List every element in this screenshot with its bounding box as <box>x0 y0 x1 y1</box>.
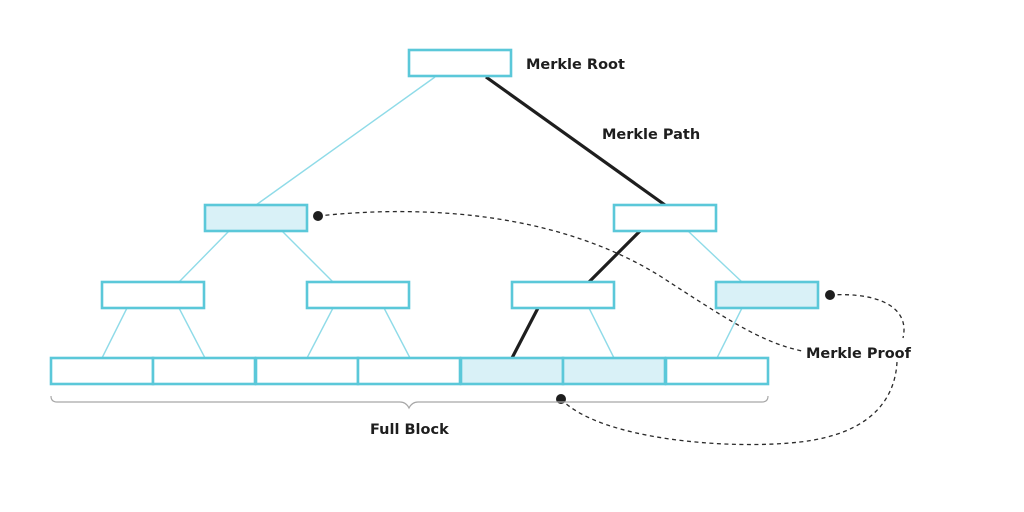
path-segment-level1 <box>587 229 642 284</box>
root-node <box>407 48 513 78</box>
full-block-label: Full Block <box>370 422 449 438</box>
connector-l1left-to-l2a <box>178 230 230 283</box>
connector-l1left-to-l2b <box>281 230 334 283</box>
proof-dot-level1 <box>313 211 323 221</box>
proof-dash-right <box>829 293 905 339</box>
full-block-brace <box>50 395 769 410</box>
level2-node-3 <box>510 280 616 310</box>
path-segment-level2 <box>510 307 540 359</box>
proof-dash-bottom <box>560 361 898 446</box>
tree-connectors <box>101 76 743 359</box>
proof-dash-left <box>317 210 803 352</box>
leaf-node-2 <box>151 356 257 386</box>
merkle-root-label: Merkle Root <box>526 57 625 73</box>
proof-dot-level2 <box>825 290 835 300</box>
connector-root-to-left <box>255 76 436 206</box>
connector-l2b-to-leaf4 <box>383 307 411 359</box>
leaf-node-1 <box>49 356 155 386</box>
leaf-node-6 <box>561 356 667 386</box>
connector-l2d-to-leaf7 <box>716 307 743 359</box>
tree-nodes <box>49 48 820 386</box>
proof-connectors <box>317 210 905 446</box>
connector-l2a-to-leaf1 <box>101 307 128 359</box>
leaf-node-7 <box>664 356 770 386</box>
leaf-node-4 <box>356 356 462 386</box>
merkle-path <box>485 75 666 359</box>
level2-node-2 <box>305 280 411 310</box>
merkle-path-label: Merkle Path <box>602 127 700 143</box>
leaf-node-5 <box>459 356 565 386</box>
level1-node-right <box>612 203 718 233</box>
level1-node-left <box>203 203 309 233</box>
path-segment-root <box>485 75 666 207</box>
connector-l2b-to-leaf3 <box>306 307 334 359</box>
connector-l2c-to-leaf6 <box>588 307 615 359</box>
connector-l2a-to-leaf2 <box>178 307 206 359</box>
level2-node-4 <box>714 280 820 310</box>
leaf-node-3 <box>254 356 360 386</box>
connector-l1right-to-l2d <box>687 230 743 283</box>
level2-node-1 <box>100 280 206 310</box>
merkle-proof-label: Merkle Proof <box>806 346 912 362</box>
